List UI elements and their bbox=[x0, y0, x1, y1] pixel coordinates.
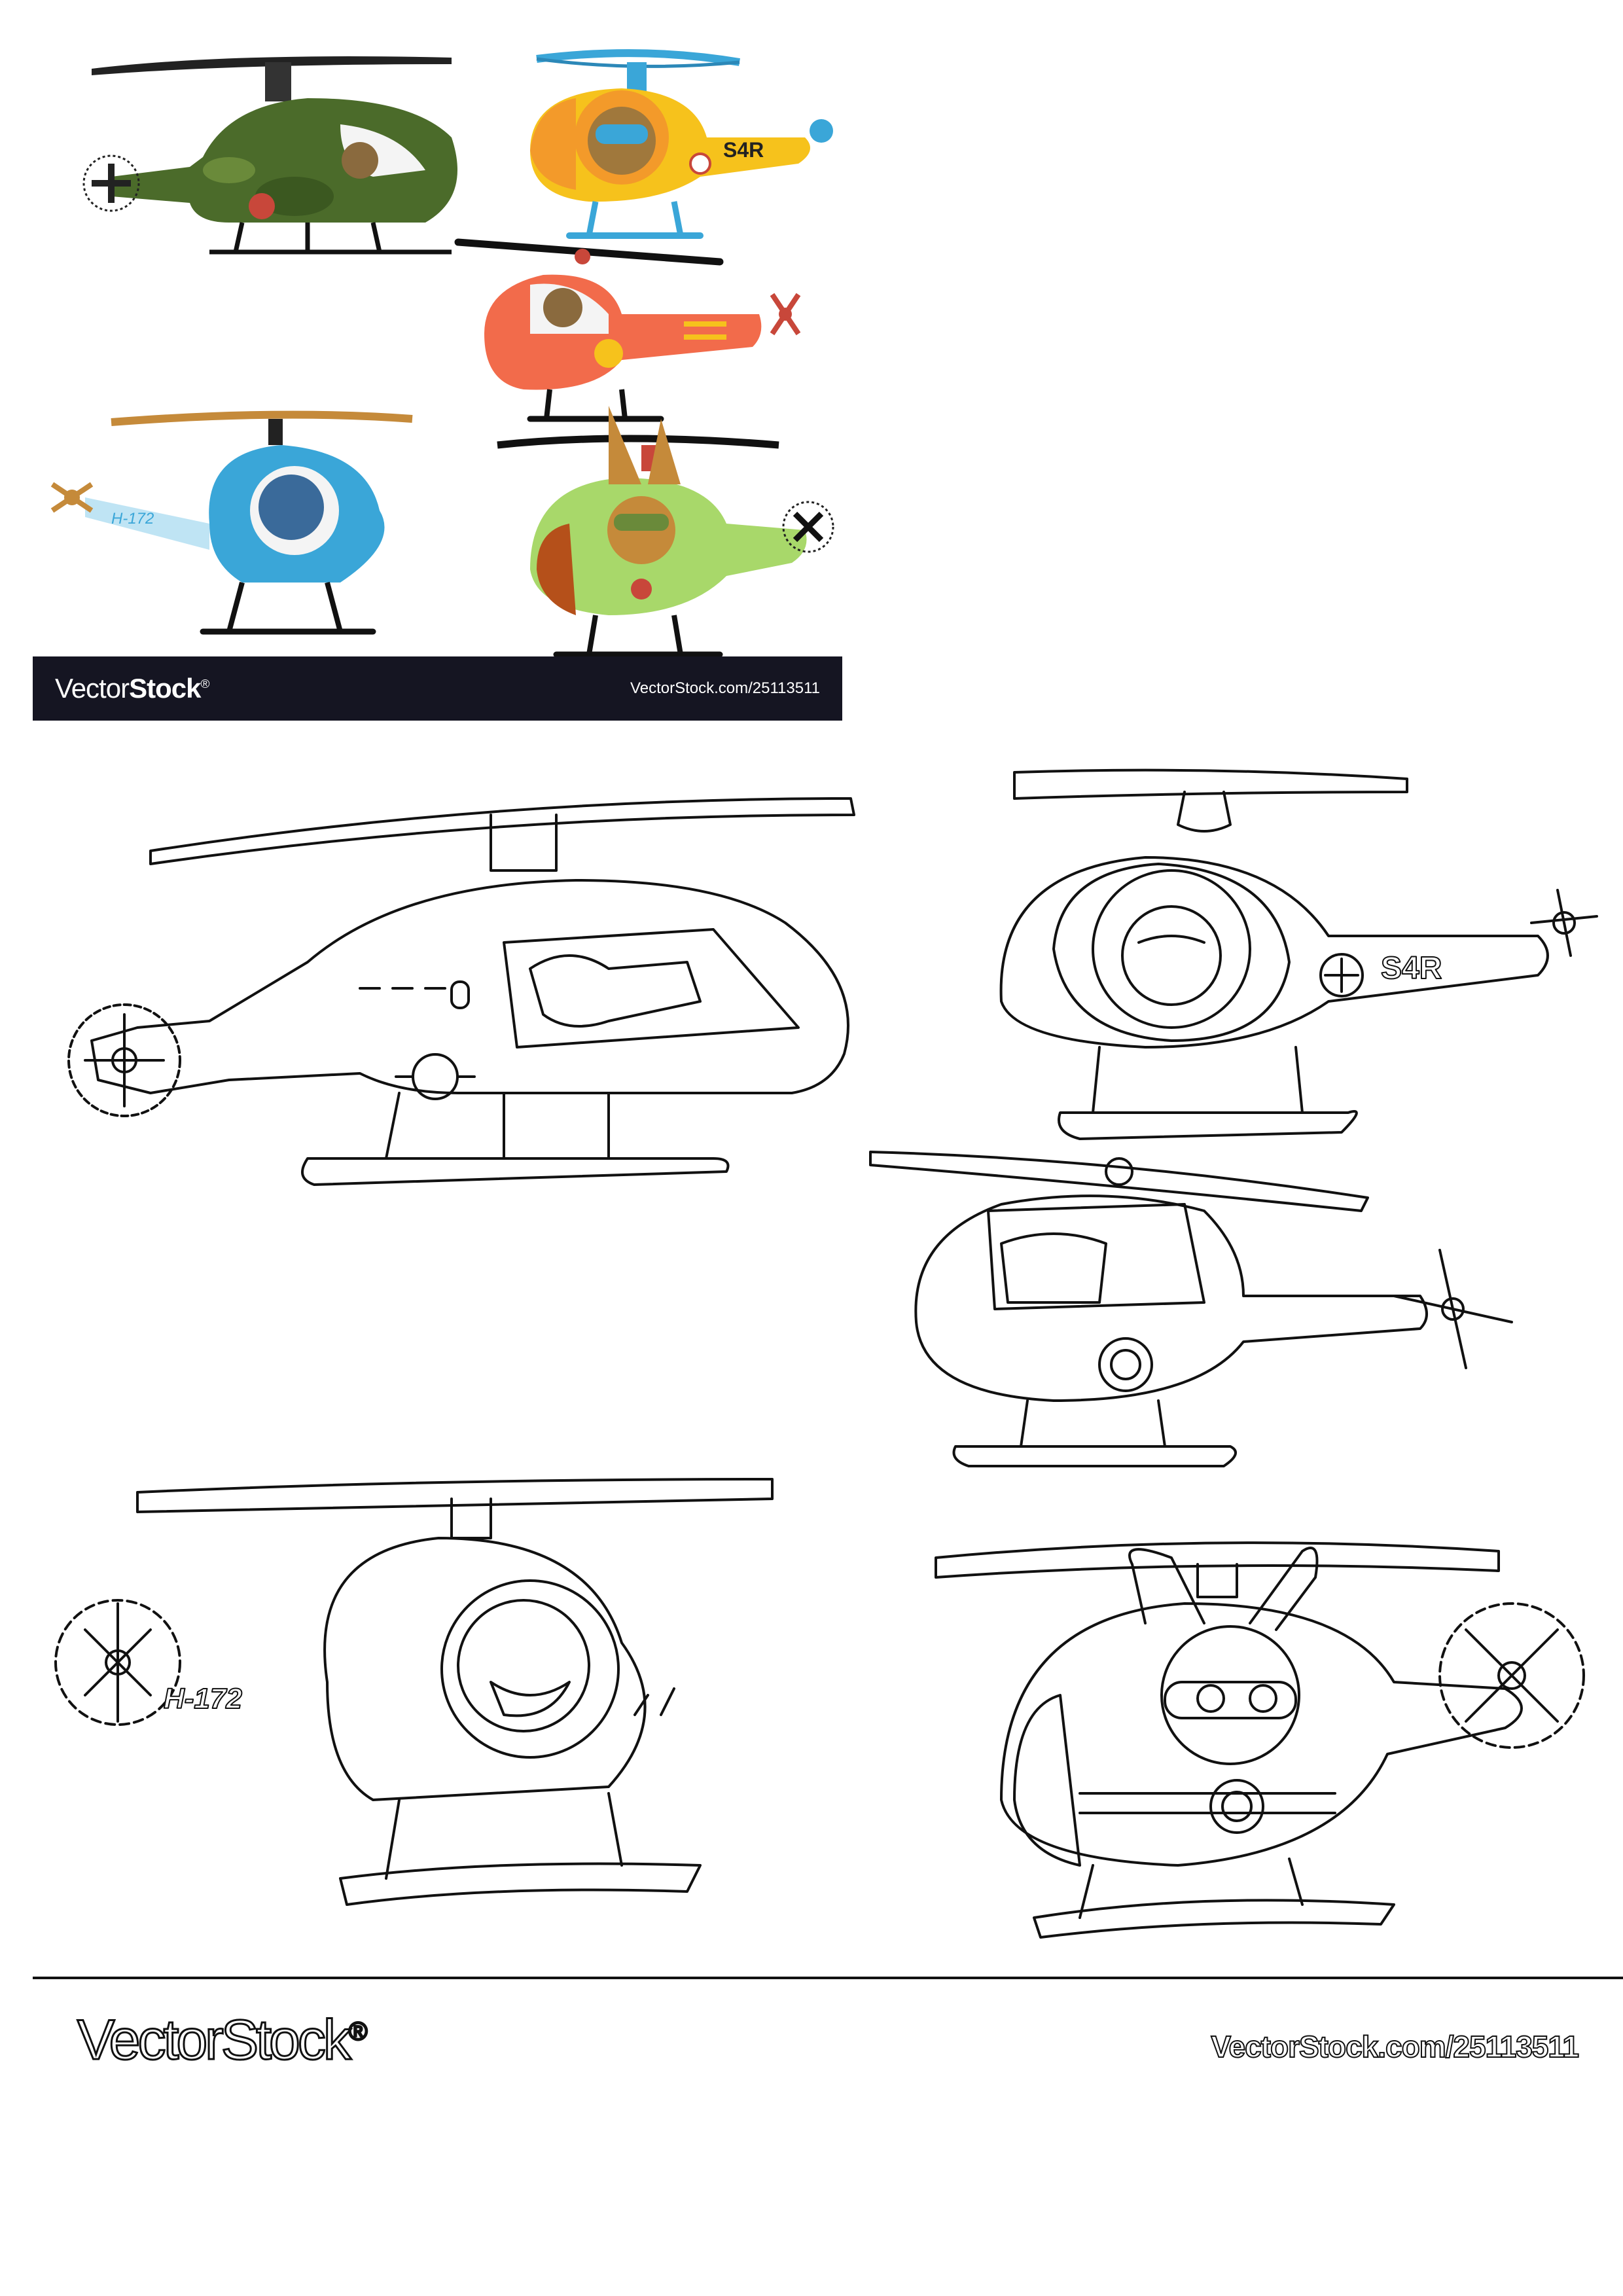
rabbit-helicopter-outline bbox=[935, 1541, 1585, 1939]
footer-logo-text: VectorStock bbox=[77, 2008, 353, 2073]
tail-text-s4r: S4R bbox=[723, 138, 764, 162]
footer-registered-mark: ® bbox=[348, 2017, 368, 2047]
green-helicopter bbox=[497, 406, 834, 658]
lion-helicopter-outline: S4R bbox=[999, 768, 1598, 1140]
logo-text-vector: Vector bbox=[55, 673, 130, 704]
duck-helicopter-outline: H-172 bbox=[54, 1478, 774, 1906]
vectorstock-logo: VectorStock® bbox=[55, 673, 209, 704]
tail-text-h172: H-172 bbox=[111, 510, 154, 528]
registered-mark: ® bbox=[200, 677, 209, 691]
color-helicopters-illustration: S4R H-172 bbox=[50, 49, 834, 658]
footer-divider bbox=[33, 1977, 1623, 1979]
banner-url: VectorStock.com/25113511 bbox=[630, 679, 820, 697]
coloring-page-line-art: S4R H-172 bbox=[54, 768, 1598, 1939]
footer-vectorstock-logo: VectorStock® bbox=[77, 2008, 368, 2073]
camo-helicopter-outline bbox=[67, 797, 855, 1186]
blue-helicopter: H-172 bbox=[50, 410, 413, 635]
orange-helicopter bbox=[454, 238, 801, 422]
yellow-helicopter: S4R bbox=[530, 49, 833, 239]
tail-text-h172-outline: H-172 bbox=[164, 1683, 242, 1715]
logo-text-stock: Stock bbox=[129, 673, 201, 704]
monkey-helicopter-outline bbox=[869, 1151, 1513, 1467]
vectorstock-banner: VectorStock® VectorStock.com/25113511 bbox=[33, 656, 842, 721]
tail-text-s4r-outline: S4R bbox=[1381, 951, 1442, 986]
footer-url: VectorStock.com/25113511 bbox=[1210, 2029, 1580, 2064]
camo-helicopter bbox=[82, 56, 457, 255]
